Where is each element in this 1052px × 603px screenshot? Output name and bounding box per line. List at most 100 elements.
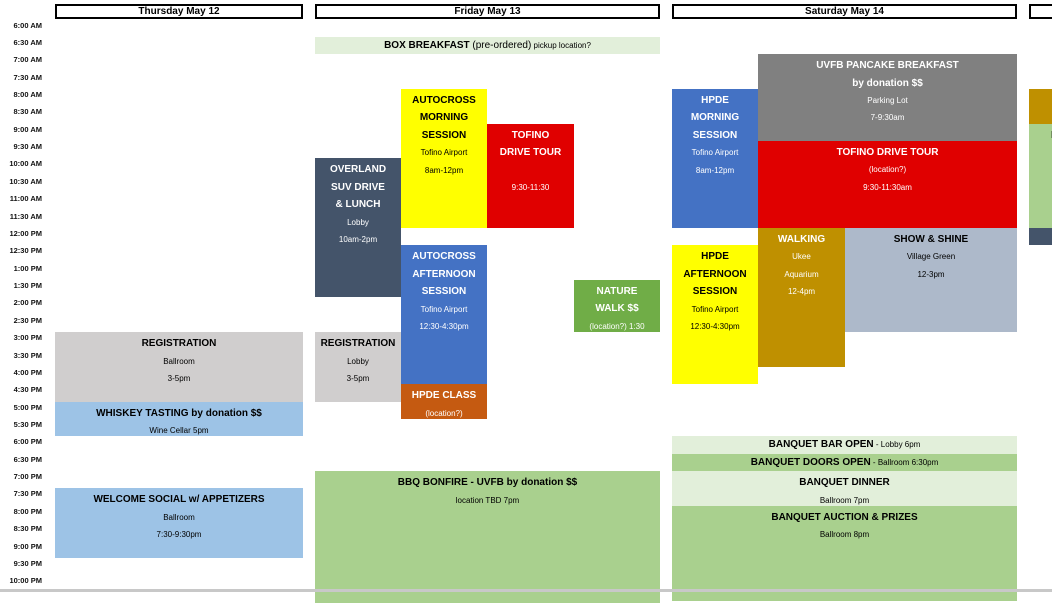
event-detail: 7:30-9:30pm: [156, 530, 202, 540]
event-title: HPDE: [701, 251, 729, 263]
event-sunday-green-event[interactable]: BR: [1029, 123, 1052, 228]
event-detail: Aquarium: [784, 269, 819, 279]
event-detail: 12-3pm: [917, 269, 945, 279]
event-title: TOFINO: [511, 129, 550, 141]
event-title: BOX BREAKFAST: [384, 39, 470, 51]
event-line: BOX BREAKFAST (pre-ordered) pickup locat…: [315, 39, 660, 53]
event-title: SESSION: [692, 286, 738, 298]
event-detail: 9:30-11:30: [511, 182, 550, 192]
event-detail: (location?): [868, 165, 907, 175]
time-label: 12:30 PM: [9, 246, 42, 256]
event-detail: (pre-ordered): [469, 39, 532, 51]
time-label: 3:00 PM: [13, 333, 42, 343]
event-title: AUTOCROSS: [412, 251, 476, 263]
event-detail: Lobby 6pm: [880, 440, 921, 450]
event-show-and-shine[interactable]: SHOW & SHINE Village Green 12-3pm: [845, 227, 1017, 333]
event-title: TOFINO DRIVE TOUR: [836, 147, 939, 159]
time-label: 12:00 PM: [9, 228, 42, 238]
event-banquet-doors-open[interactable]: BANQUET DOORS OPEN - Ballroom 6:30pm: [672, 453, 1017, 472]
time-label: 1:30 PM: [13, 281, 42, 291]
event-detail: [487, 162, 574, 179]
event-detail: pickup location?: [531, 40, 591, 50]
event-title: SHOW & SHINE: [893, 233, 969, 245]
time-label: 10:00 AM: [9, 159, 42, 169]
event-detail: Tofino Airport: [691, 148, 739, 158]
event-title: AFTERNOON: [412, 268, 476, 280]
time-label: 3:30 PM: [13, 350, 42, 360]
event-detail: (location?) 1:30: [589, 321, 645, 331]
event-title: WELCOME SOCIAL w/ APPETIZERS: [93, 494, 265, 506]
event-detail: 7-9:30am: [870, 113, 905, 123]
event-detail: Ballroom 7pm: [819, 495, 870, 505]
event-box-breakfast[interactable]: BOX BREAKFAST (pre-ordered) pickup locat…: [315, 36, 660, 55]
event-detail: 12:30-4:30pm: [419, 321, 469, 331]
event-title: BANQUET DINNER: [799, 477, 890, 489]
event-title: BANQUET DOORS OPEN: [750, 456, 871, 468]
event-detail: Tofino Airport: [420, 148, 468, 158]
day-header: [1029, 4, 1052, 19]
event-whiskey-tasting[interactable]: WHISKEY TASTING by donation $$Wine Cella…: [55, 401, 303, 437]
event-title: MORNING: [690, 112, 740, 124]
event-title: SESSION: [421, 286, 467, 298]
event-detail: location TBD 7pm: [455, 495, 520, 505]
day-header: Thursday May 12: [55, 4, 303, 19]
time-label: 7:00 AM: [13, 55, 42, 65]
event-title: & LUNCH: [335, 199, 381, 211]
event-nature-walk[interactable]: NATURE WALK $$ (location?) 1:30: [574, 280, 660, 333]
event-detail: 3-5pm: [167, 373, 191, 383]
event-detail: (location?): [425, 408, 463, 418]
event-title: REGISTRATION: [141, 338, 217, 350]
event-registration-thursday[interactable]: REGISTRATION Ballroom 3-5pm: [55, 332, 303, 402]
event-title: OVERLAND: [329, 164, 387, 176]
time-label: 9:00 PM: [13, 541, 42, 551]
event-hpde-class[interactable]: HPDE CLASS(location?): [401, 384, 487, 419]
event-banquet-dinner[interactable]: BANQUET DINNER Ballroom 7pm: [672, 471, 1017, 506]
event-title: SUV DRIVE: [331, 181, 385, 193]
event-detail: Village Green: [906, 252, 956, 262]
event-title: BBQ BONFIRE - UVFB by donation $$: [397, 477, 578, 489]
event-sunday-dark-event[interactable]: [1029, 227, 1052, 246]
time-label: 4:30 PM: [13, 385, 42, 395]
time-label: 10:30 AM: [9, 176, 42, 186]
event-detail: Tofino Airport: [691, 304, 739, 314]
event-title: WALKING: [777, 233, 826, 245]
event-title: WHISKEY TASTING by donation $$: [96, 407, 262, 419]
event-tofino-drive-tour-saturday[interactable]: TOFINO DRIVE TOUR(location?)9:30-11:30am: [758, 141, 1017, 228]
event-title: NATURE: [596, 286, 638, 298]
event-title: WALK $$: [595, 303, 639, 315]
time-label: 2:00 PM: [13, 298, 42, 308]
scrollbar-edge[interactable]: [0, 589, 1052, 592]
event-bbq-bonfire[interactable]: BBQ BONFIRE - UVFB by donation $$ locatio…: [315, 471, 660, 603]
event-detail: Parking Lot: [867, 96, 908, 106]
time-label: 6:00 AM: [13, 20, 42, 30]
event-detail: Ballroom 8pm: [819, 530, 870, 540]
time-label: 5:00 PM: [13, 402, 42, 412]
event-detail: Ballroom 6:30pm: [877, 457, 939, 467]
event-detail: -: [873, 440, 881, 450]
time-label: 7:00 PM: [13, 472, 42, 482]
day-header: Saturday May 14: [672, 4, 1017, 19]
event-sunday-gold-event[interactable]: [1029, 88, 1052, 124]
time-label: 8:00 AM: [13, 89, 42, 99]
event-title: MORNING: [419, 112, 469, 124]
time-label: 2:30 PM: [13, 315, 42, 325]
time-label: 6:30 PM: [13, 454, 42, 464]
event-detail: Ballroom: [163, 356, 195, 366]
event-title: UVFB PANCAKE BREAKFAST: [816, 60, 959, 72]
event-title: HPDE: [701, 94, 729, 106]
event-title: REGISTRATION: [320, 338, 396, 350]
event-detail: 12-4pm: [787, 287, 816, 297]
time-label: 5:30 PM: [13, 420, 42, 429]
event-banquet-bar-open[interactable]: BANQUET BAR OPEN - Lobby 6pm: [672, 436, 1017, 454]
